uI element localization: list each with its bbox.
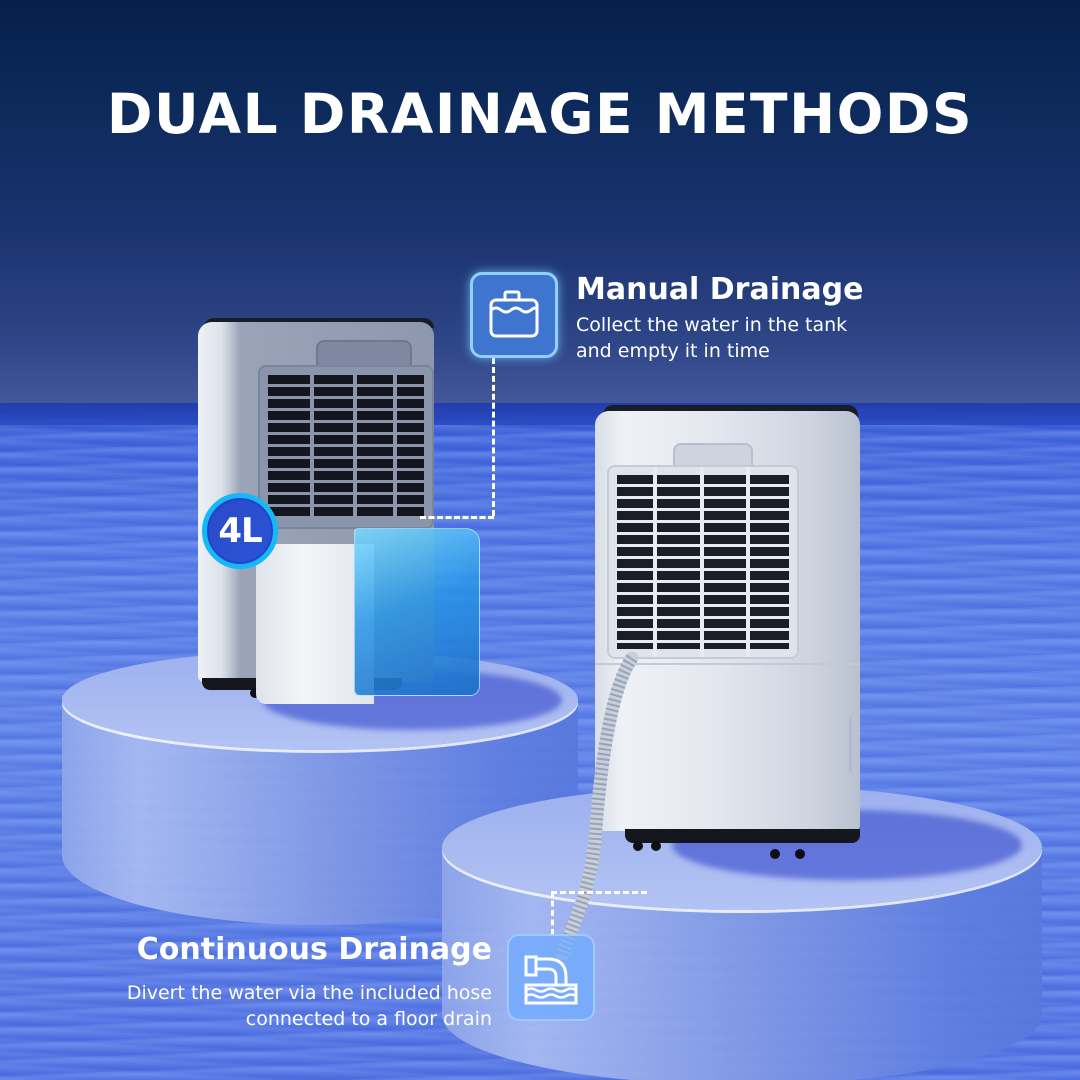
manual-connector-line-horizontal [420,516,494,519]
continuous-drainage-description: Divert the water via the included hose c… [127,980,492,1032]
page-title: DUAL DRAINAGE METHODS [106,82,974,146]
continuous-drainage-title: Continuous Drainage [136,932,492,967]
dehumidifier-with-hose [595,405,865,865]
drain-pipe-icon [524,955,578,1004]
manual-drainage-description-line-2: and empty it in time [576,340,770,362]
capacity-label: 4L [218,511,262,551]
manual-drainage-icon-box [470,272,558,358]
continuous-drainage-description-line-2: connected to a floor drain [245,1008,492,1030]
manual-drainage-title: Manual Drainage [576,272,864,307]
continuous-drainage-icon-box [507,934,595,1021]
drain-hose [555,651,639,960]
manual-drainage-description: Collect the water in the tank and empty … [576,312,847,364]
horizon-line [0,403,1080,425]
capacity-badge: 4L [202,493,278,569]
manual-drainage-description-line-1: Collect the water in the tank [576,314,848,336]
water-tank [354,528,480,696]
water-tank-icon [489,290,539,338]
continuous-connector-line [551,891,554,935]
manual-connector-line [492,358,495,516]
continuous-drainage-description-line-1: Divert the water via the included hose [126,982,492,1004]
continuous-connector-line-horizontal [551,891,647,894]
